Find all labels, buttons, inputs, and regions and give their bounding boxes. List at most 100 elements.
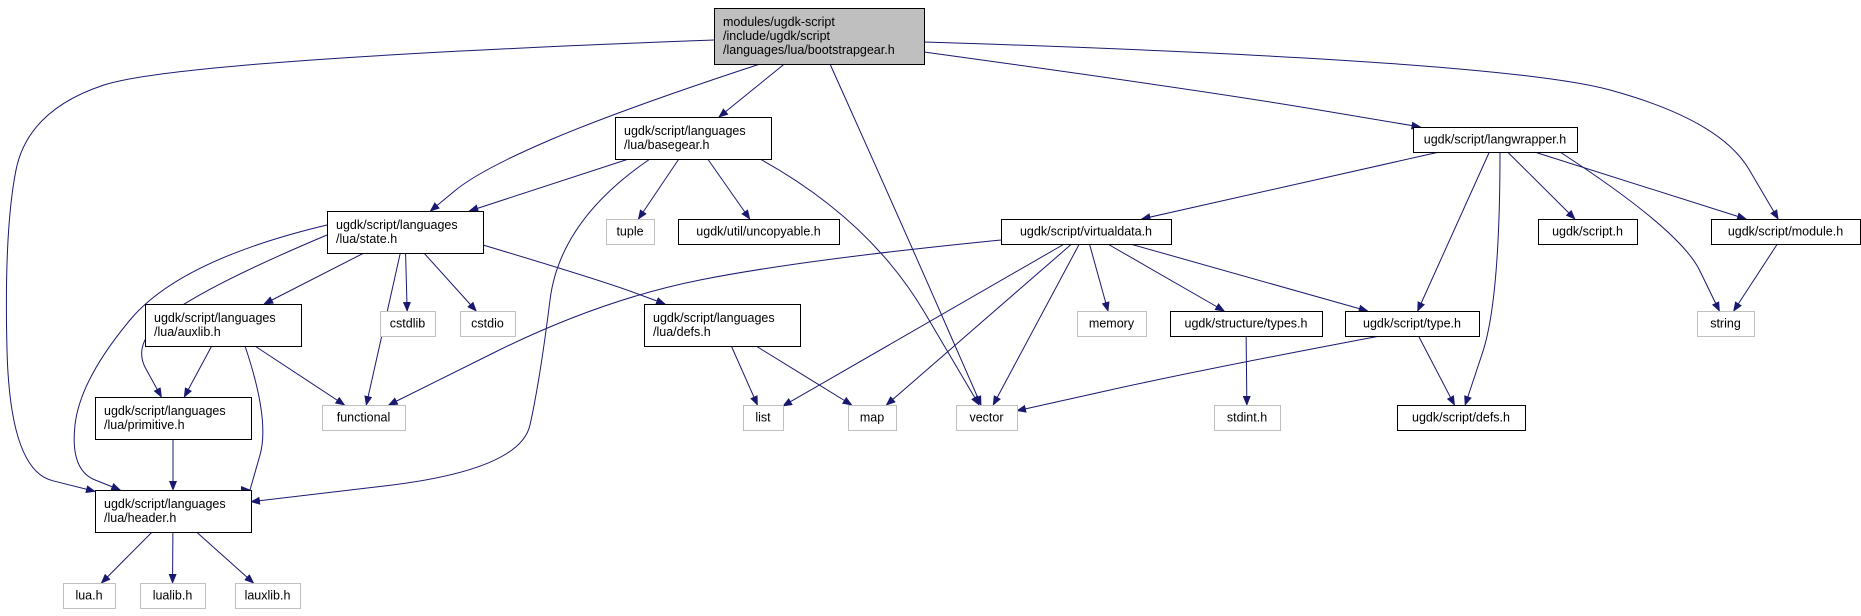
node-box bbox=[1170, 311, 1323, 337]
edge-basegear-to-header bbox=[250, 158, 651, 505]
edge-root-to-header bbox=[5, 39, 715, 494]
edge-virtualdata-to-memory bbox=[1088, 243, 1110, 312]
node-label: ugdk/script/languages bbox=[336, 218, 458, 232]
node-cstdio: cstdio bbox=[460, 311, 516, 337]
node-lualib: lualib.h bbox=[140, 583, 206, 609]
node-label: ugdk/script/languages bbox=[104, 497, 226, 511]
node-box bbox=[1397, 405, 1526, 431]
node-box bbox=[145, 304, 302, 347]
edge-state-to-header bbox=[73, 224, 328, 491]
edge-state-to-cstdlib bbox=[402, 252, 411, 312]
edge-virtualdata-to-functional bbox=[387, 239, 1002, 406]
node-stdint: stdint.h bbox=[1214, 405, 1281, 431]
node-box bbox=[235, 583, 301, 609]
node-memory: memory bbox=[1077, 311, 1147, 337]
node-header[interactable]: ugdk/script/languages/lua/header.h bbox=[95, 490, 252, 533]
edge-langwrapper-to-type bbox=[1417, 151, 1490, 312]
node-label: map bbox=[860, 411, 884, 425]
node-basegear[interactable]: ugdk/script/languages/lua/basegear.h bbox=[615, 117, 772, 160]
node-label: /lua/defs.h bbox=[653, 325, 711, 339]
node-box bbox=[63, 583, 116, 609]
edge-types-to-stdint bbox=[1242, 335, 1251, 406]
node-label: ugdk/script/langwrapper.h bbox=[1424, 133, 1566, 147]
node-functional: functional bbox=[322, 405, 406, 431]
node-auxlib[interactable]: ugdk/script/languages/lua/auxlib.h bbox=[145, 304, 302, 347]
edges-layer bbox=[5, 39, 1779, 584]
node-label: ugdk/script/module.h bbox=[1728, 225, 1843, 239]
node-state[interactable]: ugdk/script/languages/lua/state.h bbox=[327, 211, 484, 254]
node-lua: lua.h bbox=[63, 583, 116, 609]
edge-root-to-langwrapper bbox=[923, 51, 1422, 130]
edge-virtualdata-to-vector bbox=[992, 243, 1080, 406]
edge-virtualdata-to-map bbox=[885, 243, 1072, 406]
node-box bbox=[460, 311, 516, 337]
node-label: /lua/primitive.h bbox=[104, 418, 185, 432]
node-script[interactable]: ugdk/script.h bbox=[1538, 219, 1638, 245]
node-label: cstdio bbox=[471, 317, 504, 331]
node-label: ugdk/util/uncopyable.h bbox=[696, 225, 820, 239]
node-box bbox=[322, 405, 406, 431]
node-type[interactable]: ugdk/script/type.h bbox=[1345, 311, 1480, 337]
node-label: /include/ugdk/script bbox=[723, 29, 831, 43]
edge-virtualdata-to-types bbox=[1107, 243, 1226, 312]
node-langwrapper[interactable]: ugdk/script/langwrapper.h bbox=[1413, 127, 1578, 153]
node-types[interactable]: ugdk/structure/types.h bbox=[1170, 311, 1323, 337]
node-lauxlib: lauxlib.h bbox=[235, 583, 301, 609]
edge-module-to-string bbox=[1733, 243, 1778, 312]
edge-type-to-vector bbox=[1016, 335, 1381, 413]
node-uncopyable[interactable]: ugdk/util/uncopyable.h bbox=[678, 219, 840, 245]
node-label: ugdk/script/languages bbox=[104, 404, 226, 418]
node-cstdlib: cstdlib bbox=[380, 311, 436, 337]
node-label: memory bbox=[1089, 317, 1135, 331]
node-label: lualib.h bbox=[153, 589, 193, 603]
node-label: ugdk/script/virtualdata.h bbox=[1020, 225, 1152, 239]
node-map: map bbox=[848, 405, 897, 431]
edge-langwrapper-to-string bbox=[1559, 151, 1720, 312]
node-virtualdata[interactable]: ugdk/script/virtualdata.h bbox=[1001, 219, 1172, 245]
node-box bbox=[1214, 405, 1281, 431]
node-box bbox=[1077, 311, 1147, 337]
node-box bbox=[1001, 219, 1172, 245]
node-box bbox=[140, 583, 206, 609]
node-tuple: tuple bbox=[606, 219, 655, 245]
nodes-layer: modules/ugdk-script/include/ugdk/script /… bbox=[63, 8, 1861, 609]
node-box bbox=[95, 490, 252, 533]
node-box bbox=[1697, 311, 1755, 337]
node-label: ugdk/script.h bbox=[1552, 225, 1623, 239]
node-box bbox=[615, 117, 772, 160]
edge-virtualdata-to-type bbox=[1130, 243, 1369, 313]
node-box bbox=[678, 219, 840, 245]
edge-auxlib-to-functional bbox=[254, 345, 346, 406]
node-module[interactable]: ugdk/script/module.h bbox=[1711, 219, 1861, 245]
node-label: modules/ugdk-script bbox=[723, 15, 835, 29]
node-string: string bbox=[1697, 311, 1755, 337]
edge-root-to-vector bbox=[829, 63, 982, 406]
node-label: /lua/basegear.h bbox=[624, 138, 710, 152]
node-box bbox=[606, 219, 655, 245]
edge-state-to-auxlib bbox=[263, 252, 365, 305]
node-box bbox=[1711, 219, 1861, 245]
node-box bbox=[380, 311, 436, 337]
node-box bbox=[848, 405, 897, 431]
edge-basegear-to-tuple bbox=[637, 158, 680, 220]
node-label: /lua/auxlib.h bbox=[154, 325, 221, 339]
node-box bbox=[644, 304, 801, 347]
edge-header-to-lauxlib bbox=[196, 531, 255, 584]
edge-root-to-module bbox=[923, 41, 1779, 220]
node-label: ugdk/structure/types.h bbox=[1185, 317, 1308, 331]
node-label: ugdk/script/defs.h bbox=[1412, 411, 1510, 425]
node-label: lua.h bbox=[75, 589, 102, 603]
node-defs_lua[interactable]: ugdk/script/languages/lua/defs.h bbox=[644, 304, 801, 347]
node-primitive[interactable]: ugdk/script/languages/lua/primitive.h bbox=[95, 397, 252, 440]
edge-basegear-to-uncopyable bbox=[707, 158, 751, 220]
node-label: vector bbox=[969, 411, 1003, 425]
node-root[interactable]: modules/ugdk-script/include/ugdk/script/… bbox=[714, 8, 925, 65]
node-box bbox=[956, 405, 1018, 431]
node-box bbox=[327, 211, 484, 254]
edge-state-to-cstdio bbox=[423, 252, 477, 312]
node-box bbox=[95, 397, 252, 440]
node-defs[interactable]: ugdk/script/defs.h bbox=[1397, 405, 1526, 431]
edge-defs_lua-to-map bbox=[755, 345, 853, 406]
node-label: tuple bbox=[616, 225, 643, 239]
edge-header-to-lua bbox=[100, 531, 153, 584]
